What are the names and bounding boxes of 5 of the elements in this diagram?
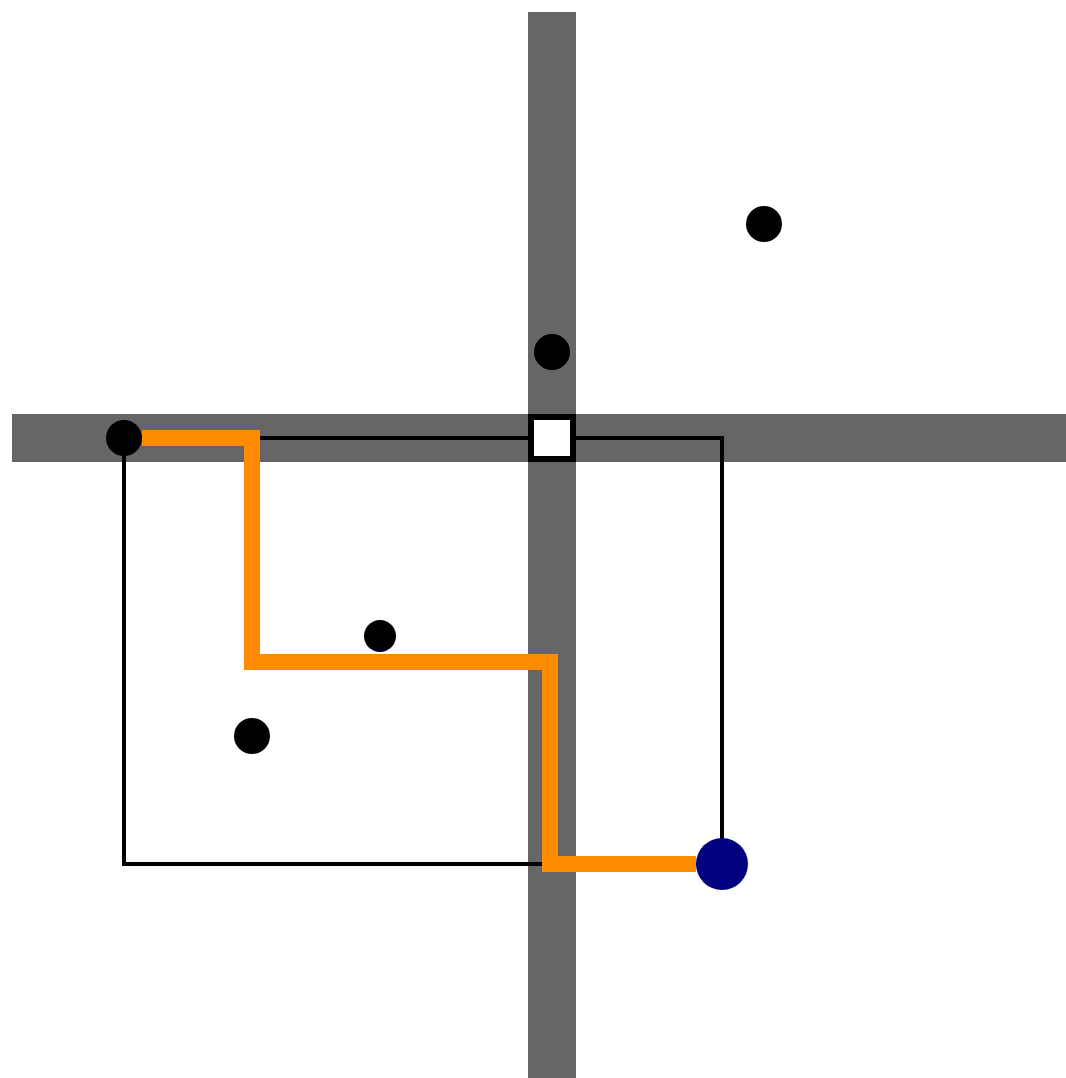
point-dot (364, 620, 396, 652)
point-dot (234, 718, 270, 754)
point-dot (746, 206, 782, 242)
point-dot (696, 838, 748, 890)
square-marker (528, 414, 576, 462)
